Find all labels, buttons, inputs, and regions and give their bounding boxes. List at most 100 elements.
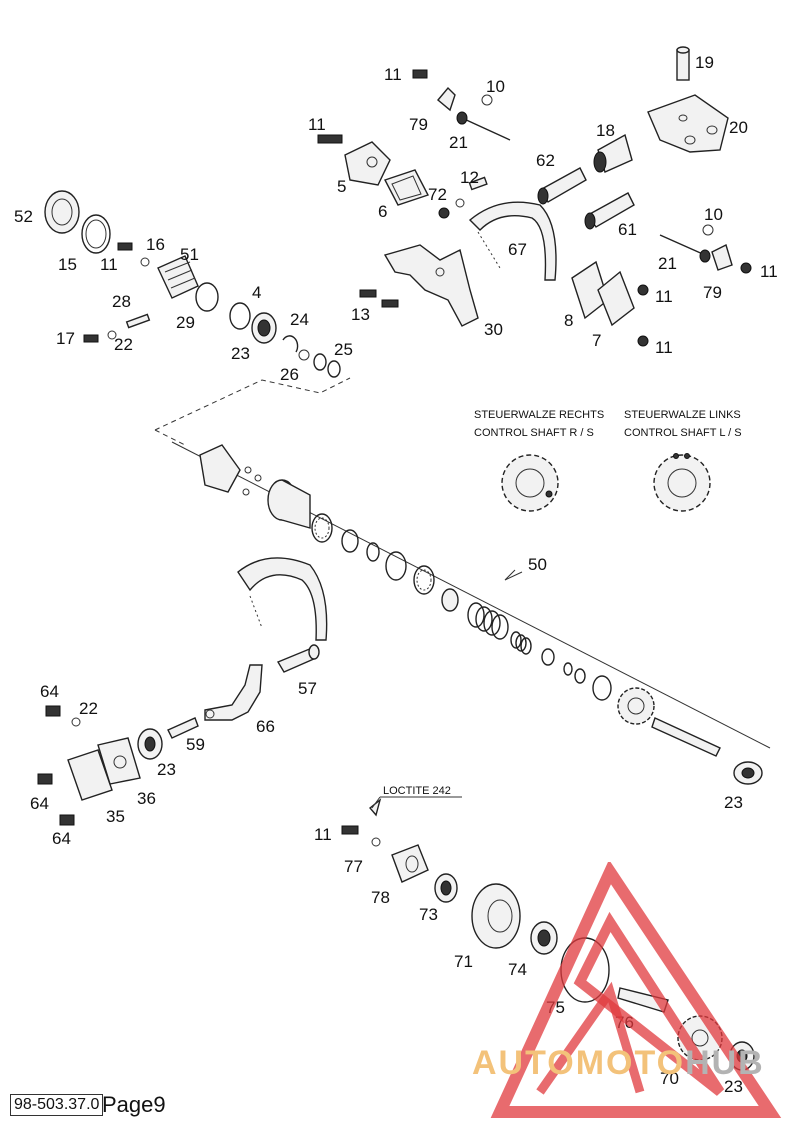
label-18: 18: [596, 121, 615, 140]
label-17: 17: [56, 329, 75, 348]
part-26-washer: [298, 349, 310, 361]
note-right-shaft-de: STEUERWALZE RECHTS: [474, 409, 604, 421]
label-50: 50: [528, 555, 547, 574]
control-shaft-right-gear: [501, 454, 559, 512]
watermark-text: AUTOMOTOHUB: [472, 1044, 765, 1083]
part-25-shim-a: [313, 353, 327, 371]
part-50-washer-b: [366, 542, 380, 562]
part-10-oring-top: [481, 94, 493, 106]
label-64: 64: [30, 794, 49, 813]
part-28-pin: [125, 313, 151, 329]
label-11: 11: [655, 338, 673, 357]
note-right-shaft-en: CONTROL SHAFT R / S: [474, 427, 594, 439]
part-23-bearing-top: [251, 312, 277, 344]
part-11-bolt-right: [740, 262, 752, 274]
part-50-spring-small: [510, 631, 532, 655]
part-25-shim-b: [327, 360, 341, 378]
part-15-seal: [81, 214, 111, 254]
part-11-bolt-30: [359, 289, 399, 308]
label-23: 23: [724, 793, 743, 812]
part-10-oring-right: [702, 224, 714, 236]
label-12: 12: [460, 168, 479, 187]
part-50-washer-a: [341, 529, 359, 553]
part-50-washer-f: [574, 668, 586, 684]
label-7: 7: [592, 331, 601, 350]
label-13: 13: [351, 305, 370, 324]
part-35-gasket: [67, 749, 113, 801]
part-77-washer: [371, 837, 381, 847]
part-23-bearing-shaft: [733, 761, 763, 785]
part-61-valve: [584, 192, 635, 230]
label-57: 57: [298, 679, 317, 698]
part-11-bolt-7b: [637, 335, 649, 347]
part-50-washer-g: [592, 675, 612, 701]
part-74-bearing: [530, 921, 558, 955]
label-70: 70: [660, 1069, 679, 1088]
label-36: 36: [137, 789, 156, 808]
label-62: 62: [536, 151, 555, 170]
loctite-drop: [368, 798, 382, 817]
label-11: 11: [100, 255, 118, 274]
part-50-washer-c: [385, 551, 407, 581]
part-24-circlip: [282, 335, 299, 353]
footer-page-number: Page9: [102, 1092, 166, 1117]
part-50-needle-bearing-b: [413, 565, 435, 595]
part-20-cover: [647, 94, 729, 153]
label-11: 11: [760, 262, 778, 281]
part-11-bolt-7: [637, 284, 649, 296]
part-71-housing: [471, 883, 521, 949]
part-29-oring: [195, 282, 219, 312]
label-22: 22: [114, 335, 133, 354]
part-59-screw: [167, 717, 199, 739]
part-72-nut: [438, 207, 450, 219]
part-66-lever: [204, 664, 263, 721]
label-74: 74: [508, 960, 527, 979]
part-19-pin: [676, 46, 690, 81]
control-shaft-left-gear: [653, 453, 711, 512]
part-79-bracket-top: [437, 86, 456, 112]
part-50-bushing: [441, 588, 459, 612]
part-72-washer: [455, 198, 465, 208]
part-22-washer-top: [107, 330, 117, 340]
part-67-control-arc: [468, 201, 557, 281]
label-61: 61: [618, 220, 637, 239]
part-30-lever: [383, 244, 479, 327]
label-11: 11: [384, 65, 402, 84]
part-11-bolt-top: [412, 69, 428, 79]
label-23: 23: [231, 344, 250, 363]
label-23: 23: [157, 760, 176, 779]
part-11-bolt-left: [117, 242, 133, 251]
note-left-shaft-en: CONTROL SHAFT L / S: [624, 427, 742, 439]
label-51: 51: [180, 245, 199, 264]
label-11: 11: [655, 287, 673, 306]
part-16-washer: [140, 257, 150, 267]
label-10: 10: [486, 77, 505, 96]
part-7-gasket: [597, 270, 635, 327]
part-78-impeller: [391, 844, 429, 883]
label-15: 15: [58, 255, 77, 274]
label-79: 79: [409, 115, 428, 134]
label-21: 21: [658, 254, 677, 273]
part-50-spring-large: [467, 602, 509, 640]
assembly-dashed-line: [154, 377, 351, 446]
part-50-shaft-hub: [267, 479, 311, 529]
label-72: 72: [428, 185, 447, 204]
label-8: 8: [564, 311, 573, 330]
part-50-washer-e: [563, 662, 573, 676]
label-23: 23: [724, 1077, 743, 1096]
label-16: 16: [146, 235, 165, 254]
label-24: 24: [290, 310, 309, 329]
label-20: 20: [729, 118, 748, 137]
part-50-needle-bearing-a: [311, 513, 333, 543]
part-64-bolt-c: [59, 814, 75, 826]
part-22-washer-left: [71, 717, 81, 727]
label-71: 71: [454, 952, 473, 971]
label-28: 28: [112, 292, 131, 311]
label-35: 35: [106, 807, 125, 826]
part-62-valve: [537, 167, 587, 205]
label-30: 30: [484, 320, 503, 339]
note-left-shaft-de: STEUERWALZE LINKS: [624, 409, 741, 421]
label-79: 79: [703, 283, 722, 302]
part-21-screw-right: [659, 234, 711, 263]
part-11-bolt-bottom: [341, 825, 359, 835]
